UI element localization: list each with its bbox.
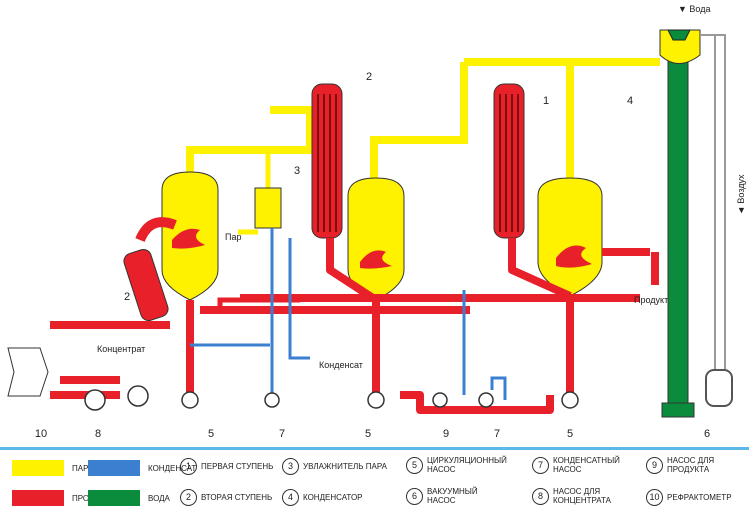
legend-item-10: 10 РЕФРАКТОМЕТР — [646, 489, 746, 506]
label-product: Продукт — [634, 295, 668, 305]
legend-steam-label: ПАР — [72, 463, 89, 473]
separator-mid — [347, 177, 405, 301]
water-swatch — [88, 490, 140, 506]
condensate-lines — [190, 228, 507, 400]
label-water: ▼ Вода — [678, 4, 710, 14]
label-concentrate: Концентрат — [97, 344, 145, 354]
pump-icons — [84, 385, 579, 411]
legend-condensate: КОНДЕНСАТ — [88, 460, 196, 476]
legend-item-1: 1 ПЕРВАЯ СТУПЕНЬ — [180, 458, 273, 475]
num-2b: 2 — [124, 291, 130, 303]
num-9: 9 — [443, 428, 449, 440]
condenser-column — [667, 59, 689, 416]
legend-item-8: 8 НАСОС ДЛЯ КОНЦЕНТРАТА — [532, 487, 642, 505]
preheater — [123, 248, 169, 322]
preheater-elbow — [135, 217, 177, 243]
legend-num-3: 3 — [282, 458, 299, 475]
legend-num-7: 7 — [532, 456, 549, 474]
flame-right — [556, 245, 592, 268]
humidifier-3 — [254, 187, 282, 229]
legend-item-3-label: УВЛАЖНИТЕЛЬ ПАРА — [303, 462, 387, 471]
legend-item-4: 4 КОНДЕНСАТОР — [282, 489, 363, 506]
num-4: 4 — [627, 95, 633, 107]
legend-item-2-label: ВТОРАЯ СТУПЕНЬ — [201, 493, 273, 502]
legend-item-5: 5 ЦИРКУЛЯЦИОННЫЙ НАСОС — [406, 456, 516, 474]
separator-right — [537, 177, 603, 297]
steam-line-top — [460, 58, 660, 185]
legend-item-7: 7 КОНДЕНСАТНЫЙ НАСОС — [532, 456, 642, 474]
legend-item-2: 2 ВТОРАЯ СТУПЕНЬ — [180, 489, 272, 506]
legend-item-4-label: КОНДЕНСАТОР — [303, 493, 363, 502]
num-5b: 5 — [365, 428, 371, 440]
num-7b: 7 — [494, 428, 500, 440]
num-7a: 7 — [279, 428, 285, 440]
stage-2-tubes — [317, 94, 337, 232]
stage-1-calandria — [493, 83, 525, 239]
stage-1-tubes — [499, 94, 519, 232]
stage-2-calandria — [311, 83, 343, 239]
product-return-left — [200, 297, 300, 313]
legend-item-10-label: РЕФРАКТОМЕТР — [667, 493, 732, 502]
legend-num-4: 4 — [282, 489, 299, 506]
refractometer-6 — [705, 369, 733, 407]
evaporator-diagram: ▼ Вода ◄ Воздух Пар Продукт Концентрат К… — [7, 4, 746, 440]
condensate-swatch — [88, 460, 140, 476]
num-5a: 5 — [208, 428, 214, 440]
num-3: 3 — [294, 165, 300, 177]
flame-left — [172, 228, 205, 249]
legend-item-6: 6 ВАКУУМНЫЙ НАСОС — [406, 487, 516, 505]
condenser-base — [661, 402, 695, 418]
label-steam: Пар — [225, 232, 241, 242]
legend-item-7-label: КОНДЕНСАТНЫЙ НАСОС — [553, 456, 620, 474]
legend-item-3: 3 УВЛАЖНИТЕЛЬ ПАРА — [282, 458, 387, 475]
num-2a: 2 — [366, 71, 372, 83]
legend-num-9: 9 — [646, 456, 663, 474]
legend-steam: ПАР — [12, 460, 88, 476]
product-lines — [50, 238, 659, 414]
steam-line-left — [186, 106, 314, 175]
legend-item-5-label: ЦИРКУЛЯЦИОННЫЙ НАСОС — [427, 456, 507, 474]
label-air: ◄ Воздух — [736, 174, 746, 215]
legend-num-2: 2 — [180, 489, 197, 506]
legend-num-1: 1 — [180, 458, 197, 475]
legend-condensate-label: КОНДЕНСАТ — [148, 463, 197, 473]
refractometer-10 — [7, 347, 49, 397]
condenser-top — [659, 29, 701, 64]
legend-num-6: 6 — [406, 487, 423, 505]
legend-water-label: ВОДА — [148, 493, 170, 503]
condenser-head-icon — [667, 29, 691, 41]
num-5c: 5 — [567, 428, 573, 440]
legend-item-8-label: НАСОС ДЛЯ КОНЦЕНТРАТА — [553, 487, 611, 505]
steam-swatch — [12, 460, 64, 476]
flame-mid — [360, 250, 392, 269]
legend-num-10: 10 — [646, 489, 663, 506]
num-10: 10 — [35, 428, 47, 440]
num-8: 8 — [95, 428, 101, 440]
legend-item-6-label: ВАКУУМНЫЙ НАСОС — [427, 487, 478, 505]
legend-item-9-label: НАСОС ДЛЯ ПРОДУКТА — [667, 456, 715, 474]
legend-num-8: 8 — [532, 487, 549, 505]
product-swatch — [12, 490, 64, 506]
legend-num-5: 5 — [406, 456, 423, 474]
label-condensate: Конденсат — [319, 360, 363, 370]
steam-line-mid — [370, 100, 468, 185]
legend-item-1-label: ПЕРВАЯ СТУПЕНЬ — [201, 462, 274, 471]
legend-water: ВОДА — [88, 490, 170, 506]
legend-divider — [0, 447, 749, 450]
legend: ПАР КОНДЕНСАТ ПРОДУКТ ВОДА 1 ПЕРВАЯ СТУП… — [0, 452, 749, 512]
water-line — [700, 34, 726, 380]
num-6: 6 — [704, 428, 710, 440]
num-1: 1 — [543, 95, 549, 107]
legend-item-9: 9 НАСОС ДЛЯ ПРОДУКТА — [646, 456, 746, 474]
